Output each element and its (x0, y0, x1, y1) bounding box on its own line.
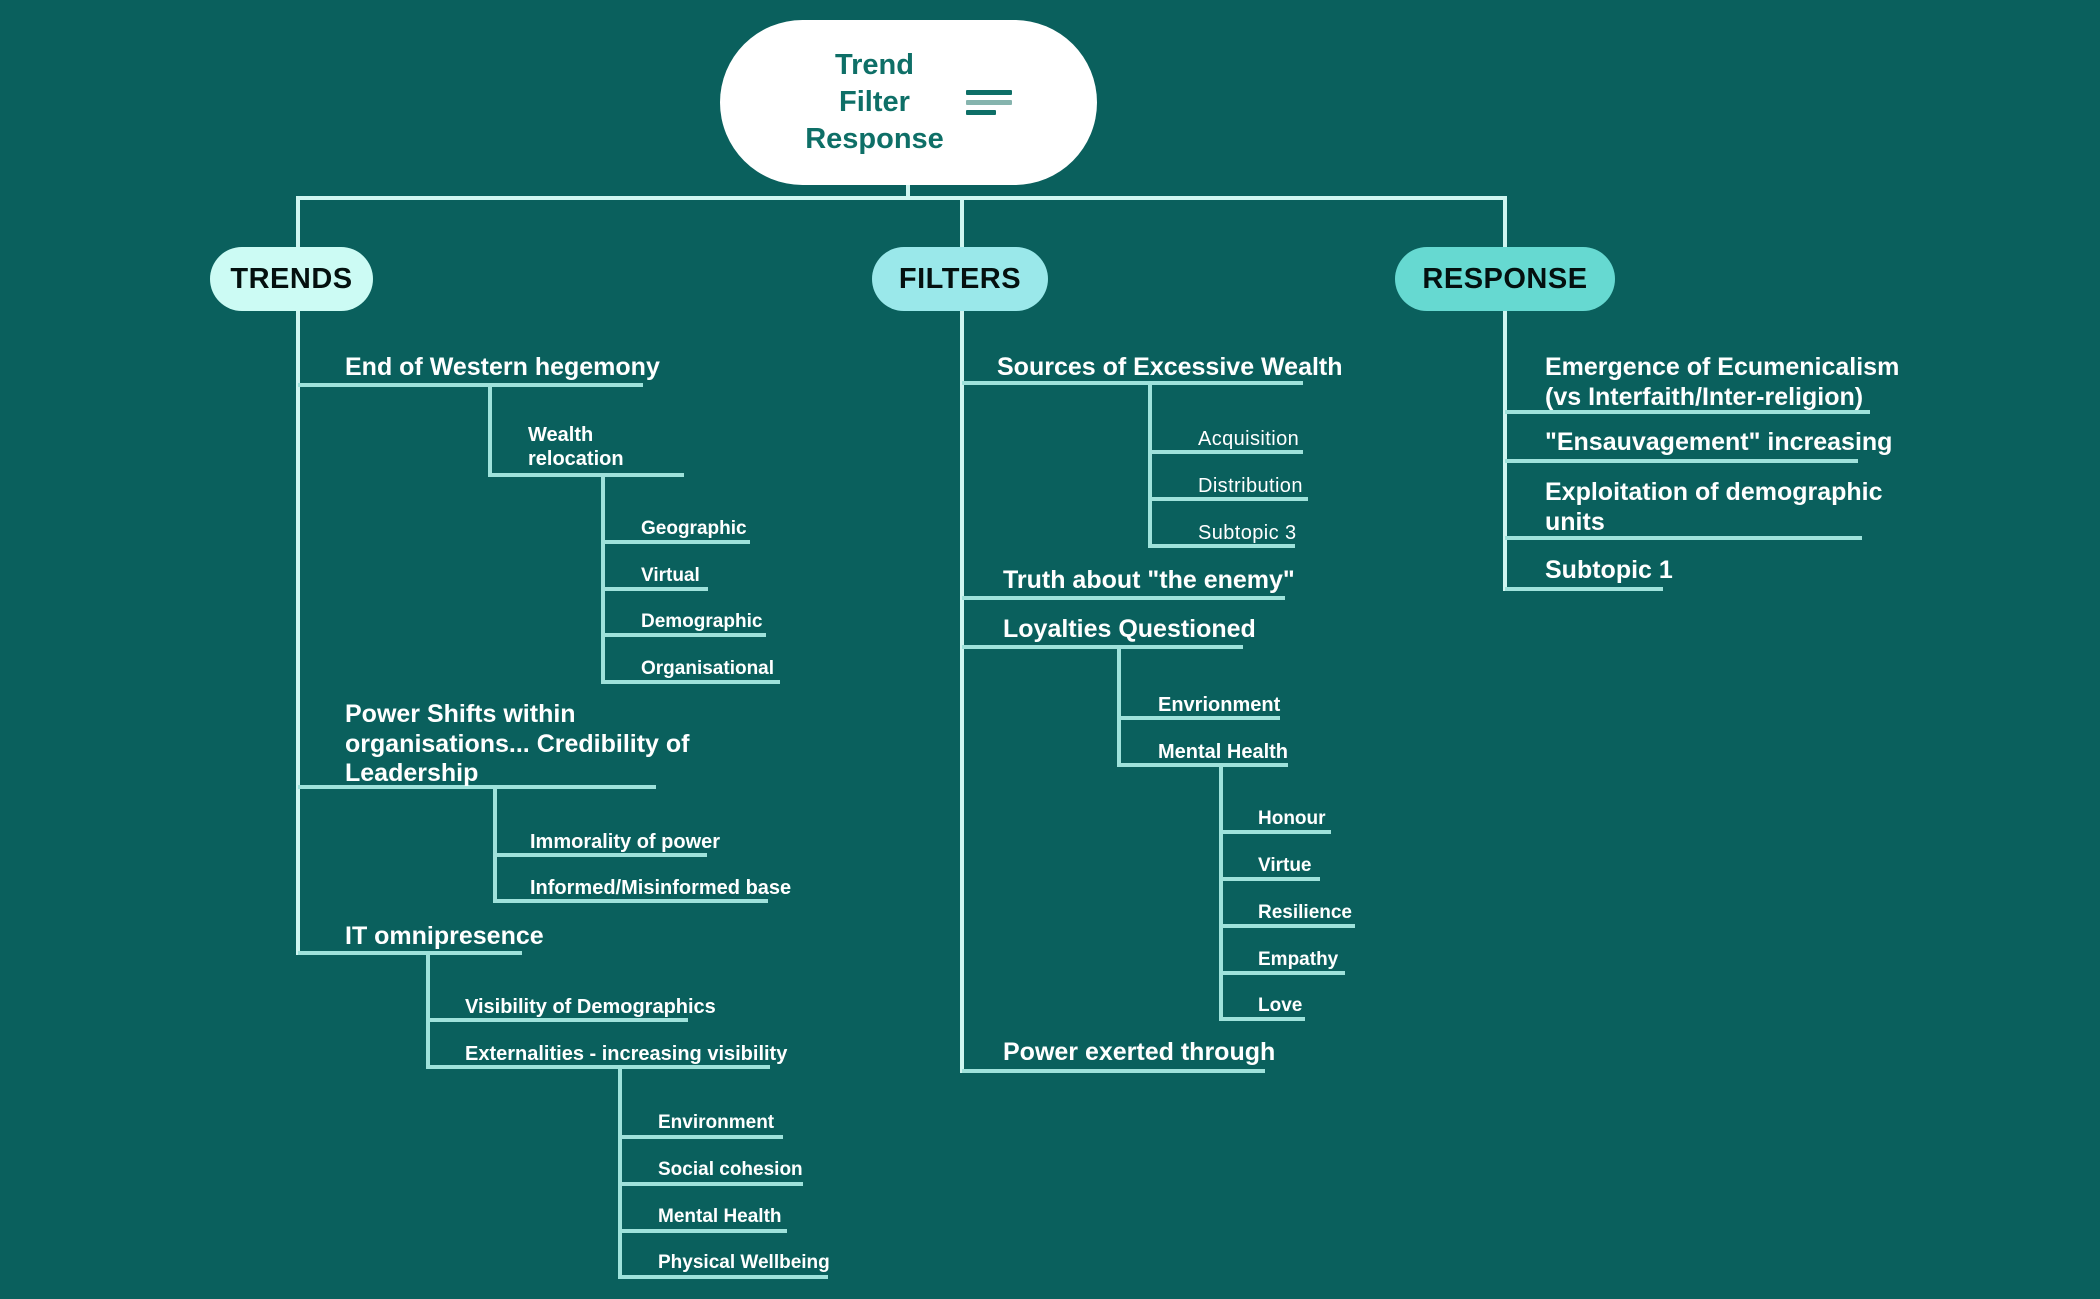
branch-filters-label: FILTERS (898, 262, 1022, 295)
branch-filters[interactable]: FILTERS (872, 247, 1048, 311)
connector-line (618, 1065, 622, 1279)
connector-line (906, 182, 910, 198)
topic-immorality-of-power[interactable]: Immorality of power (530, 831, 721, 853)
topic-emergence-ecumenicalism[interactable]: Emergence of Ecumenicalism (vs Interfait… (1545, 353, 1900, 411)
topic-empathy[interactable]: Empathy (1258, 949, 1339, 970)
connector-line (495, 853, 707, 857)
connector-line (1117, 645, 1121, 767)
topic-truth-about-the-enemy[interactable]: Truth about "the enemy" (1003, 566, 1295, 594)
topic-visibility-demographics[interactable]: Visibility of Demographics (465, 996, 716, 1018)
connector-line (1505, 536, 1862, 540)
topic-mental-health-filters[interactable]: Mental Health (1158, 741, 1289, 763)
branch-response[interactable]: RESPONSE (1395, 247, 1615, 311)
connector-line (1219, 763, 1223, 1021)
topic-virtue[interactable]: Virtue (1258, 855, 1312, 876)
connector-line (426, 951, 430, 1069)
connector-line (296, 196, 300, 955)
topic-wealth-relocation[interactable]: Wealth relocation (528, 424, 624, 470)
topic-ensauvagement[interactable]: "Ensauvagement" increasing (1545, 428, 1893, 456)
connector-line (962, 381, 1303, 385)
root-node[interactable]: Trend Filter Response (720, 20, 1097, 185)
connector-line (1150, 497, 1308, 501)
topic-exploitation-demographic-units[interactable]: Exploitation of demographic units (1545, 478, 1883, 536)
topic-acquisition[interactable]: Acquisition (1198, 428, 1300, 450)
root-node-title: Trend Filter Response (805, 48, 944, 156)
connector-line (603, 680, 780, 684)
topic-demographic[interactable]: Demographic (641, 611, 763, 632)
align-left-icon[interactable] (965, 90, 1012, 115)
topic-informed-misinformed[interactable]: Informed/Misinformed base (530, 877, 792, 899)
connector-line (298, 383, 643, 387)
topic-externalities[interactable]: Externalities - increasing visibility (465, 1043, 788, 1065)
connector-line (1505, 410, 1870, 414)
connector-line (298, 785, 656, 789)
connector-line (428, 1018, 688, 1022)
connector-line (1505, 587, 1663, 591)
connector-line (1221, 877, 1320, 881)
connector-line (495, 899, 768, 903)
connector-line (960, 196, 964, 1073)
connector-line (620, 1135, 783, 1139)
connector-line (601, 473, 605, 684)
topic-power-shifts[interactable]: Power Shifts within organisations... Cre… (345, 700, 690, 787)
topic-end-of-western-hegemony[interactable]: End of Western hegemony (345, 353, 660, 381)
connector-line (603, 587, 708, 591)
connector-line (620, 1182, 803, 1186)
topic-subtopic-3[interactable]: Subtopic 3 (1198, 522, 1297, 544)
connector-line (428, 1065, 770, 1069)
connector-line (490, 473, 684, 477)
topic-honour[interactable]: Honour (1258, 808, 1326, 829)
topic-virtual[interactable]: Virtual (641, 565, 700, 586)
connector-line (1150, 450, 1303, 454)
topic-it-omnipresence[interactable]: IT omnipresence (345, 922, 544, 950)
topic-sources-excessive-wealth[interactable]: Sources of Excessive Wealth (997, 353, 1343, 381)
topic-mental-health-trends[interactable]: Mental Health (658, 1206, 782, 1227)
connector-line (620, 1275, 828, 1279)
topic-physical-wellbeing[interactable]: Physical Wellbeing (658, 1252, 830, 1273)
branch-response-label: RESPONSE (1422, 262, 1588, 295)
connector-line (962, 596, 1285, 600)
connector-line (1503, 196, 1507, 591)
connector-line (1505, 459, 1858, 463)
topic-love[interactable]: Love (1258, 995, 1303, 1016)
connector-line (488, 383, 492, 477)
connector-line (1221, 830, 1331, 834)
connector-line (1221, 924, 1355, 928)
connector-line (1221, 1017, 1305, 1021)
topic-power-exerted-through[interactable]: Power exerted through (1003, 1038, 1276, 1066)
topic-organisational[interactable]: Organisational (641, 658, 775, 679)
connector-line (493, 785, 497, 903)
connector-line (1119, 763, 1288, 767)
connector-line (603, 633, 766, 637)
connector-line (962, 645, 1243, 649)
connector-line (1148, 381, 1152, 548)
topic-resilience[interactable]: Resilience (1258, 902, 1352, 923)
topic-distribution[interactable]: Distribution (1198, 475, 1303, 497)
connector-line (1221, 971, 1345, 975)
topic-loyalties-questioned[interactable]: Loyalties Questioned (1003, 615, 1256, 643)
connector-line (1119, 716, 1280, 720)
connector-line (1150, 544, 1295, 548)
branch-trends[interactable]: TRENDS (210, 247, 373, 311)
connector-line (962, 1069, 1265, 1073)
connector-line (620, 1229, 787, 1233)
topic-subtopic-1[interactable]: Subtopic 1 (1545, 556, 1673, 584)
topic-geographic[interactable]: Geographic (641, 518, 747, 539)
connector-line (298, 951, 522, 955)
topic-envrionment[interactable]: Envrionment (1158, 694, 1281, 716)
connector-line (298, 196, 1505, 200)
branch-trends-label: TRENDS (230, 262, 353, 295)
topic-social-cohesion[interactable]: Social cohesion (658, 1159, 803, 1180)
topic-environment[interactable]: Environment (658, 1112, 775, 1133)
connector-line (603, 540, 750, 544)
